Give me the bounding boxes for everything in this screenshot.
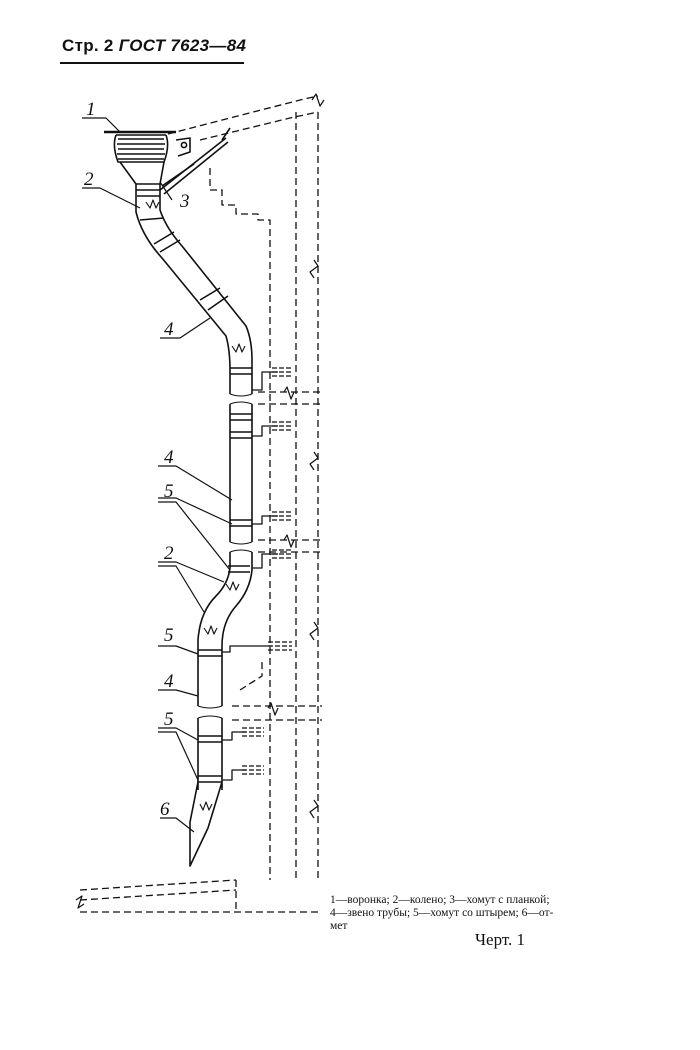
upper-elbow-and-pipe (135, 184, 253, 397)
figure-legend: 1—воронка; 2—колено; 3—хомут с планкой; … (330, 894, 648, 933)
callout-5b: 5 (164, 625, 174, 646)
standard-number: ГОСТ 7623—84 (118, 36, 247, 55)
wall-outline (79, 95, 322, 913)
break-marks (75, 93, 325, 909)
callout-4b: 4 (164, 447, 174, 468)
callout-5a: 5 (164, 481, 174, 502)
callout-1: 1 (86, 99, 96, 120)
callout-6: 6 (160, 799, 170, 820)
figure-caption: Черт. 1 (474, 930, 526, 949)
page-number: Стр. 2 (62, 36, 114, 55)
legend-line-1: 1—воронка; 2—колено; 3—хомут с планкой; (330, 894, 550, 906)
callout-4a: 4 (164, 319, 174, 340)
lower-elbow (197, 549, 253, 709)
bottom-pipe-and-outlet (189, 715, 223, 867)
pinned-clamps (222, 367, 292, 781)
legend-line-2: 4—звено трубы; 5—хомут со штырем; 6—от- (330, 907, 554, 919)
funnel (104, 130, 191, 185)
legend-line-3: мет (330, 920, 348, 932)
header-rule (60, 62, 244, 64)
callout-4c: 4 (164, 671, 174, 692)
callout-2: 2 (84, 169, 94, 190)
leader-lines (82, 117, 233, 833)
bracket-with-strap (159, 127, 231, 195)
page-header: Стр. 2 ГОСТ 7623—84 (62, 36, 246, 56)
callout-5c: 5 (164, 709, 174, 730)
vertical-pipe-segment-1 (229, 401, 253, 545)
callout-3: 3 (180, 191, 190, 212)
callout-2b: 2 (164, 543, 174, 564)
